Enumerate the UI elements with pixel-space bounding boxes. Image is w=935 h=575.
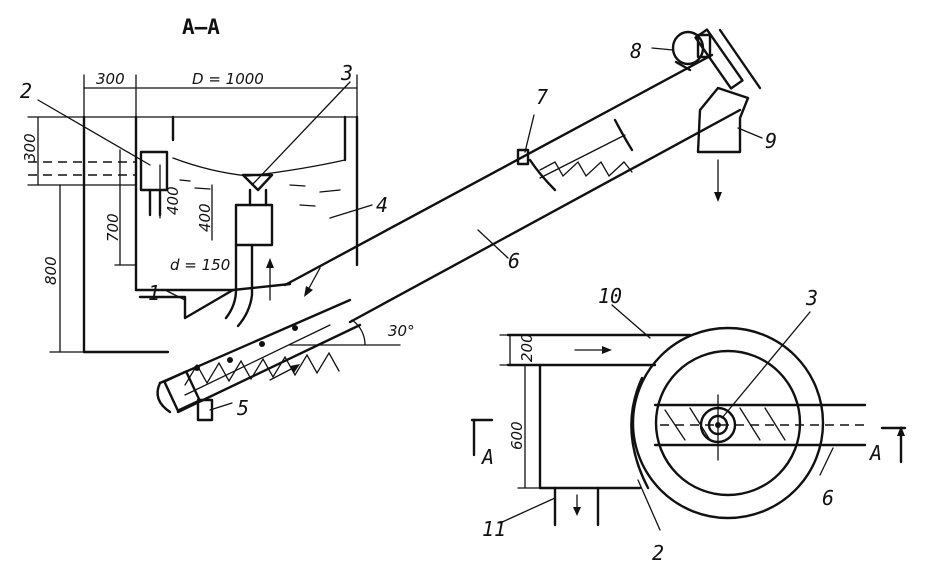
screw-flights-upper xyxy=(528,118,634,192)
dim-300-width: 300 xyxy=(96,70,125,88)
callout-8: 8 xyxy=(630,39,642,63)
drive-unit xyxy=(671,28,762,90)
screw-conveyor xyxy=(156,53,742,422)
discharge-chute xyxy=(696,86,750,202)
callout-3-top: 3 xyxy=(340,61,353,85)
callout-4: 4 xyxy=(376,193,388,217)
section-mark-left: А xyxy=(480,445,494,469)
dim-angle: 30° xyxy=(388,322,415,340)
dim-800: 800 xyxy=(42,256,60,285)
dim-600: 600 xyxy=(508,421,526,450)
callout-7: 7 xyxy=(536,85,548,109)
plan-view xyxy=(506,326,870,527)
screw-flights-lower xyxy=(184,324,340,396)
dim-diameter: D = 1000 xyxy=(192,70,264,88)
dim-400-b: 400 xyxy=(196,203,214,232)
dim-d150: d = 150 xyxy=(170,256,230,274)
callout-6-conveyor: 6 xyxy=(508,249,520,273)
callout-5: 5 xyxy=(237,396,249,420)
leader-lines xyxy=(37,47,834,531)
callout-2-top: 2 xyxy=(20,79,32,103)
dim-700: 700 xyxy=(104,213,122,242)
tank xyxy=(82,115,359,354)
callout-10: 10 xyxy=(598,284,622,308)
section-title: А–А xyxy=(182,15,220,39)
section-markers: А А xyxy=(470,418,907,469)
callout-9: 9 xyxy=(765,129,777,153)
callout-3-bottom: 3 xyxy=(805,286,818,310)
callout-1: 1 xyxy=(148,281,160,305)
dim-400-a: 400 xyxy=(164,186,182,215)
callout-6-bottom: 6 xyxy=(822,486,834,510)
dim-300-height: 300 xyxy=(21,133,39,162)
dim-200: 200 xyxy=(518,333,536,362)
dimension-lines xyxy=(27,74,546,489)
callout-2-bottom: 2 xyxy=(652,541,664,565)
callout-11: 11 xyxy=(482,517,506,541)
central-pipe xyxy=(224,173,321,328)
section-mark-right: А xyxy=(868,441,882,465)
